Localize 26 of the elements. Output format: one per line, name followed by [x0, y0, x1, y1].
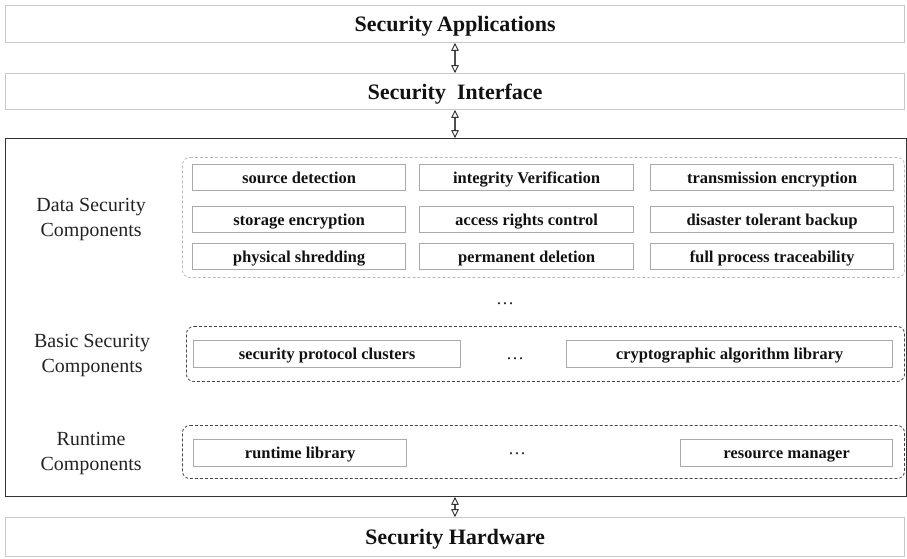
group-label: Data Security Components	[35, 192, 147, 242]
component-box: security protocol clusters	[193, 340, 461, 368]
component-box: integrity Verification	[419, 164, 634, 191]
component-box: permanent deletion	[419, 243, 634, 270]
group-label: Basic Security Components	[32, 329, 152, 379]
double-arrow	[451, 44, 459, 72]
component-box: disaster tolerant backup	[650, 206, 894, 233]
component-box: transmission encryption	[650, 164, 894, 191]
layer-box: Security Interface	[5, 73, 905, 110]
double-arrow	[451, 498, 459, 516]
component-box: physical shredding	[192, 243, 406, 270]
component-box: source detection	[192, 164, 406, 191]
component-box: runtime library	[193, 439, 407, 467]
layer-box: Security Hardware	[5, 517, 905, 557]
ellipsis: …	[496, 288, 514, 309]
component-box: cryptographic algorithm library	[566, 340, 893, 368]
component-box: storage encryption	[192, 206, 406, 233]
component-box: full process traceability	[650, 243, 894, 270]
container-box	[5, 138, 907, 497]
component-box: resource manager	[680, 439, 893, 467]
layer-box: Security Applications	[5, 5, 905, 43]
ellipsis: …	[506, 343, 524, 364]
double-arrow	[451, 110, 459, 138]
component-box: access rights control	[419, 206, 634, 233]
group-label: Runtime Components	[39, 427, 143, 477]
ellipsis: …	[508, 438, 526, 459]
